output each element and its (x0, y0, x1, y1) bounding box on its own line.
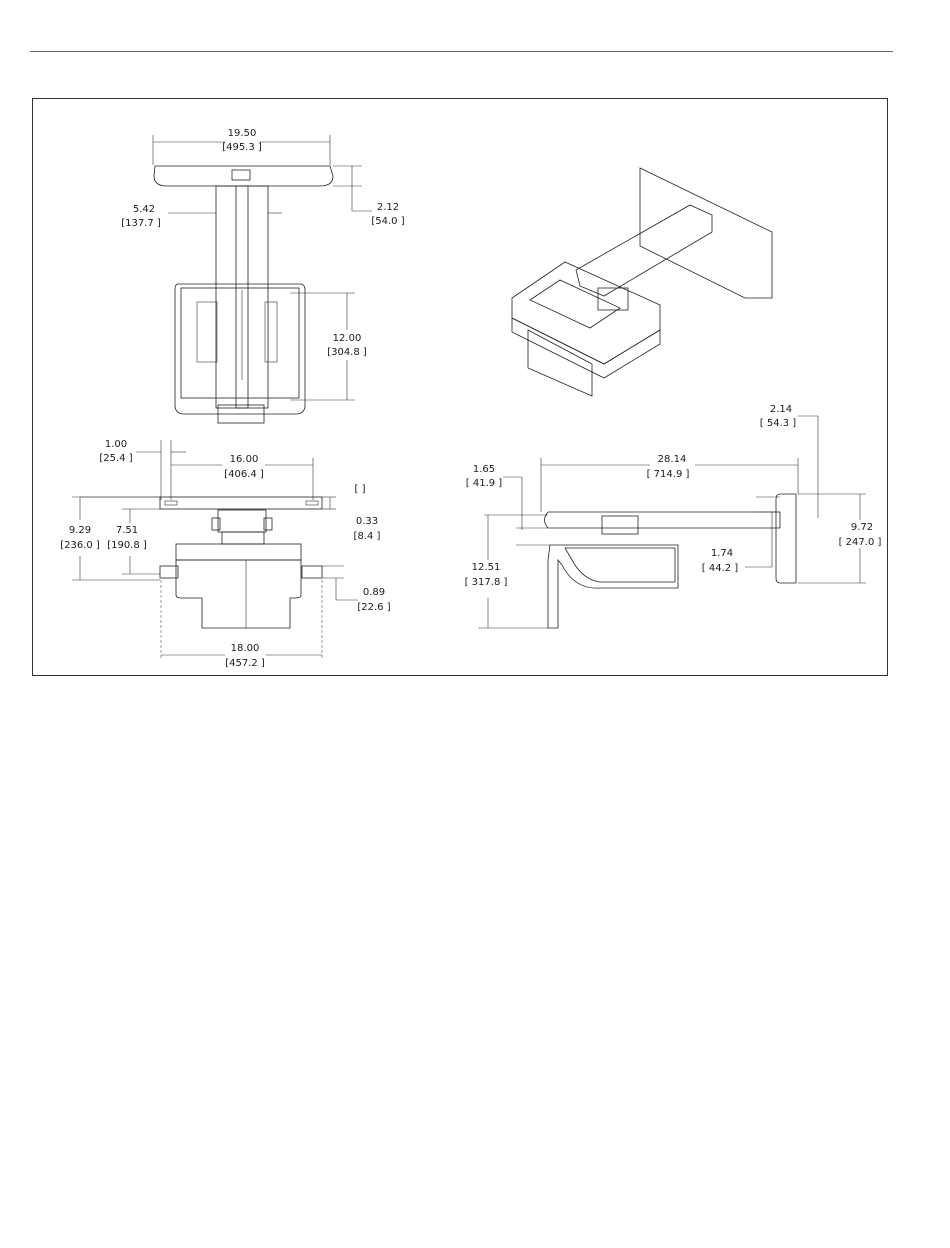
wall-offset-mm: [ 54.3 ] (760, 418, 797, 429)
overall-drop-mm: [236.0 ] (60, 540, 100, 551)
slot-spacing-in: 16.00 (230, 454, 259, 465)
bracket-drop-mm: [190.8 ] (107, 540, 147, 551)
total-height-mm: [ 317.8 ] (465, 577, 508, 588)
base-width-in: 18.00 (231, 643, 260, 654)
projector-depth-in: 12.00 (333, 333, 362, 344)
isometric-view (512, 168, 772, 396)
slot-inset-in: 0.33 (356, 516, 378, 527)
plate-height-mm: [54.0 ] (371, 216, 404, 227)
side-view: 2.14 [ 54.3 ] 28.14 [ 714.9 ] 1.65 [ 41.… (465, 404, 882, 628)
arm-drop-mm: [ 41.9 ] (466, 478, 503, 489)
overall-drop-in: 9.29 (69, 525, 91, 536)
plate-total-mm: [ 247.0 ] (839, 537, 882, 548)
top-width-mm: [495.3 ] (222, 142, 262, 153)
arm-length-in: 28.14 (658, 454, 687, 465)
top-width-in: 19.50 (228, 128, 257, 139)
tab-height-mm: [22.6 ] (357, 602, 390, 613)
top-view: 19.50 [495.3 ] 5.42 [137.7 ] 2.12 [54.0 … (121, 128, 405, 423)
wall-offset-in: 2.14 (770, 404, 792, 415)
front-view: 1.00 [25.4 ] 16.00 [406.4 ] [ ] 0.33 [8.… (60, 439, 391, 669)
mast-offset-mm: [137.7 ] (121, 218, 161, 229)
edge-offset-mm: [25.4 ] (99, 453, 132, 464)
mast-offset-in: 5.42 (133, 204, 155, 215)
tab-height-in: 0.89 (363, 587, 385, 598)
slot-inset-mm: [8.4 ] (354, 531, 381, 542)
slot-spacing-mm: [406.4 ] (224, 469, 264, 480)
clamp-height-mm: [ 44.2 ] (702, 563, 739, 574)
plate-total-in: 9.72 (851, 522, 873, 533)
plate-height-in: 2.12 (377, 202, 399, 213)
edge-offset-in: 1.00 (105, 439, 127, 450)
projector-depth-mm: [304.8 ] (327, 347, 367, 358)
small-bracket-mm: [ ] (355, 484, 366, 495)
clamp-height-in: 1.74 (711, 548, 733, 559)
base-width-mm: [457.2 ] (225, 658, 265, 669)
arm-length-mm: [ 714.9 ] (647, 469, 690, 480)
total-height-in: 12.51 (472, 562, 501, 573)
bracket-drop-in: 7.51 (116, 525, 138, 536)
arm-drop-in: 1.65 (473, 464, 495, 475)
